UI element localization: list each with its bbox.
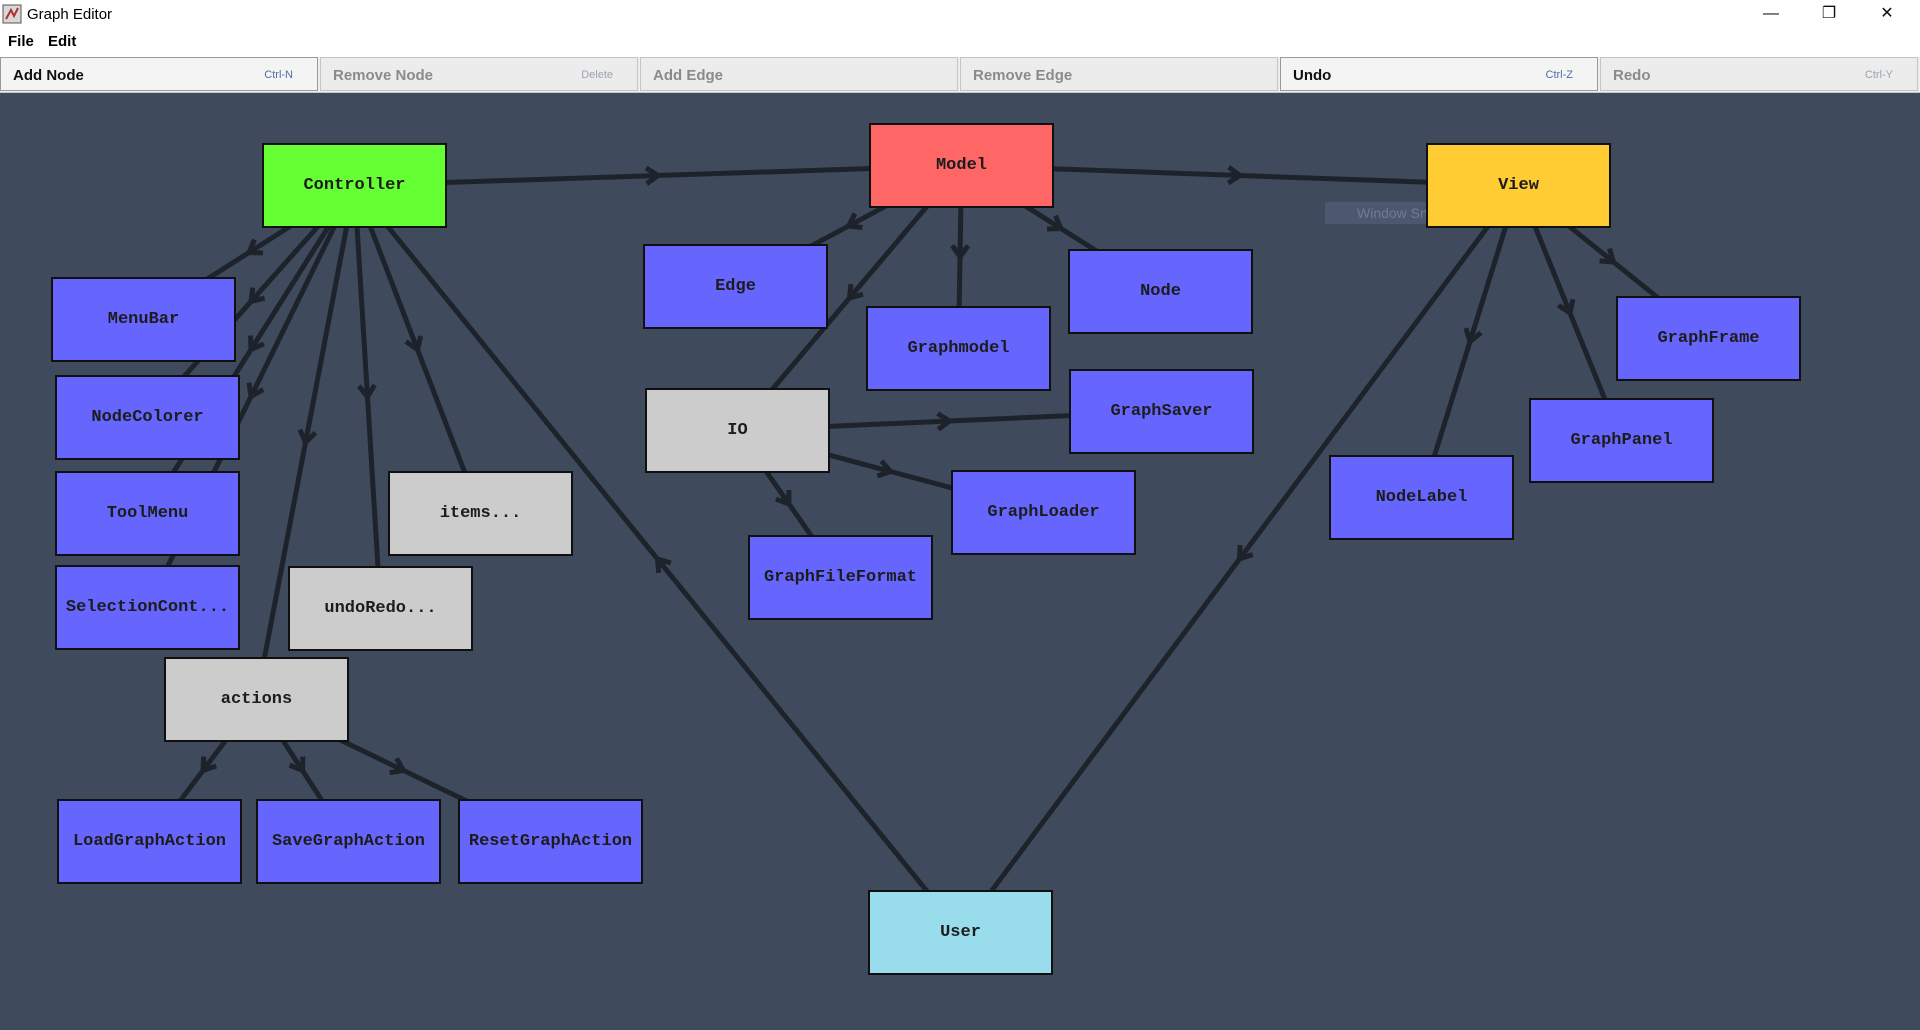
graph-node-actions[interactable]: actions [164,657,349,742]
maximize-button[interactable]: ❐ [1821,5,1837,22]
toolbar-remove-edge-button[interactable]: Remove Edge [960,57,1278,91]
edge-arrowhead-icon [1599,247,1617,265]
toolbar-button-label: Undo [1293,67,1332,84]
toolbar-button-shortcut: Ctrl-Y [1864,69,1893,81]
minimize-button[interactable]: — [1763,5,1779,22]
toolbar-redo-button[interactable]: Redo Ctrl-Y [1600,57,1918,91]
graph-node-node[interactable]: Node [1068,249,1253,334]
edge-arrowhead-icon [876,459,895,479]
toolbar-button-shortcut: Ctrl-N [264,69,293,81]
java-app-icon [2,4,22,24]
graph-node-graphloader[interactable]: GraphLoader [951,470,1136,555]
edge-arrowhead-icon [1556,298,1576,318]
edge-arrowhead-icon [644,165,663,186]
graph-node-label: Graphmodel [907,339,1010,358]
graph-node-graphfileformat[interactable]: GraphFileFormat [748,535,933,620]
edge-arrowhead-icon [248,287,266,305]
toolbar-remove-node-button[interactable]: Remove Node Delete [320,57,638,91]
close-button[interactable]: ✕ [1880,5,1894,22]
edge-arrowhead-icon [356,383,377,402]
toolbar-button-shortcut: Delete [581,69,613,81]
toolbar-button-label: Remove Edge [973,67,1073,84]
toolbar-button-label: Redo [1613,67,1651,84]
menu-edit[interactable]: Edit [48,33,77,50]
graph-node-label: GraphSaver [1110,402,1213,421]
toolbar-button-shortcut: Ctrl-Z [1545,69,1574,81]
edge-arrowhead-icon [246,382,265,401]
toolbar-add-node-button[interactable]: Add Node Ctrl-N [0,57,318,91]
toolbar: Add Node Ctrl-N Remove Node Delete Add Edge R… [0,57,1920,93]
graph-node-label: SaveGraphAction [271,832,426,851]
title-bar: Graph Editor — ❐ ✕ [0,0,1920,30]
graph-node-nodelabel[interactable]: NodeLabel [1329,455,1514,540]
window-title: Graph Editor [27,6,113,23]
graph-node-label: Node [1140,282,1181,301]
edge-arrowhead-icon [936,411,954,432]
toolbar-undo-button[interactable]: Undo Ctrl-Z [1280,57,1598,91]
menu-file[interactable]: File [8,33,34,50]
graph-node-label: ToolMenu [106,504,189,523]
graph-node-label: items... [439,504,522,523]
edge-arrowhead-icon [846,283,864,302]
graph-node-graphsaver[interactable]: GraphSaver [1069,369,1254,454]
toolbar-button-label: Add Node [13,67,84,84]
edge-arrowhead-icon [775,489,792,508]
graph-node-label: GraphFrame [1657,329,1760,348]
toolbar-add-edge-button[interactable]: Add Edge [640,57,958,91]
graph-node-label: Controller [303,176,406,195]
edge-arrowhead-icon [1046,214,1065,232]
graph-node-user[interactable]: User [868,890,1053,975]
graph-node-label: GraphFileFormat [763,568,918,587]
graph-node-savegraphaction[interactable]: SaveGraphAction [256,799,441,884]
edge-arrowhead-icon [389,757,408,776]
graph-node-nodecolorer[interactable]: NodeColorer [55,375,240,460]
graph-node-graphpanel[interactable]: GraphPanel [1529,398,1714,483]
graph-node-selectioncont[interactable]: SelectionCont... [55,565,240,650]
edge-arrowhead-icon [200,756,218,775]
graph-node-label: GraphPanel [1570,431,1673,450]
graph-node-label: SelectionCont... [65,598,230,617]
graph-node-items[interactable]: items... [388,471,573,556]
graph-node-label: GraphLoader [987,503,1100,522]
graph-node-label: Edge [715,277,756,296]
graph-node-label: NodeColorer [91,408,204,427]
toolbar-button-label: Remove Node [333,67,434,84]
graph-node-label: actions [220,690,293,709]
graph-node-label: MenuBar [107,310,180,329]
toolbar-button-label: Add Edge [653,67,723,84]
menu-bar: File Edit [0,30,1920,56]
graph-node-view[interactable]: View [1426,143,1611,228]
graph-node-label: Model [935,156,987,175]
graph-node-menubar[interactable]: MenuBar [51,277,236,362]
graph-node-label: ResetGraphAction [468,832,633,851]
graph-node-edge[interactable]: Edge [643,244,828,329]
graph-node-graphframe[interactable]: GraphFrame [1616,296,1801,381]
edge-arrowhead-icon [404,335,424,354]
graph-node-label: View [1498,176,1539,195]
edge-arrowhead-icon [297,428,318,447]
graph-node-model[interactable]: Model [869,123,1054,208]
graph-node-label: IO [727,421,748,440]
graph-node-loadgraphaction[interactable]: LoadGraphAction [57,799,242,884]
edge-arrowhead-icon [844,212,863,231]
graph-node-label: LoadGraphAction [72,832,227,851]
graph-node-toolmenu[interactable]: ToolMenu [55,471,240,556]
edge-arrowhead-icon [1463,327,1483,346]
graph-node-controller[interactable]: Controller [262,143,447,228]
graph-node-resetgraphaction[interactable]: ResetGraphAction [458,799,643,884]
graph-node-undoredo[interactable]: undoRedo... [288,566,473,651]
graph-node-label: NodeLabel [1375,488,1468,507]
edge-arrowhead-icon [950,243,971,262]
edge-arrowhead-icon [1226,165,1245,186]
edge-arrowhead-icon [654,555,672,574]
edge-arrowhead-icon [245,238,264,256]
graph-node-label: undoRedo... [324,599,437,618]
graph-node-graphmodel[interactable]: Graphmodel [866,306,1051,391]
edge-arrowhead-icon [1236,544,1254,563]
edge-arrowhead-icon [247,335,265,354]
graph-node-label: User [940,923,981,942]
edge-arrowhead-icon [288,756,306,775]
graph-node-io[interactable]: IO [645,388,830,473]
